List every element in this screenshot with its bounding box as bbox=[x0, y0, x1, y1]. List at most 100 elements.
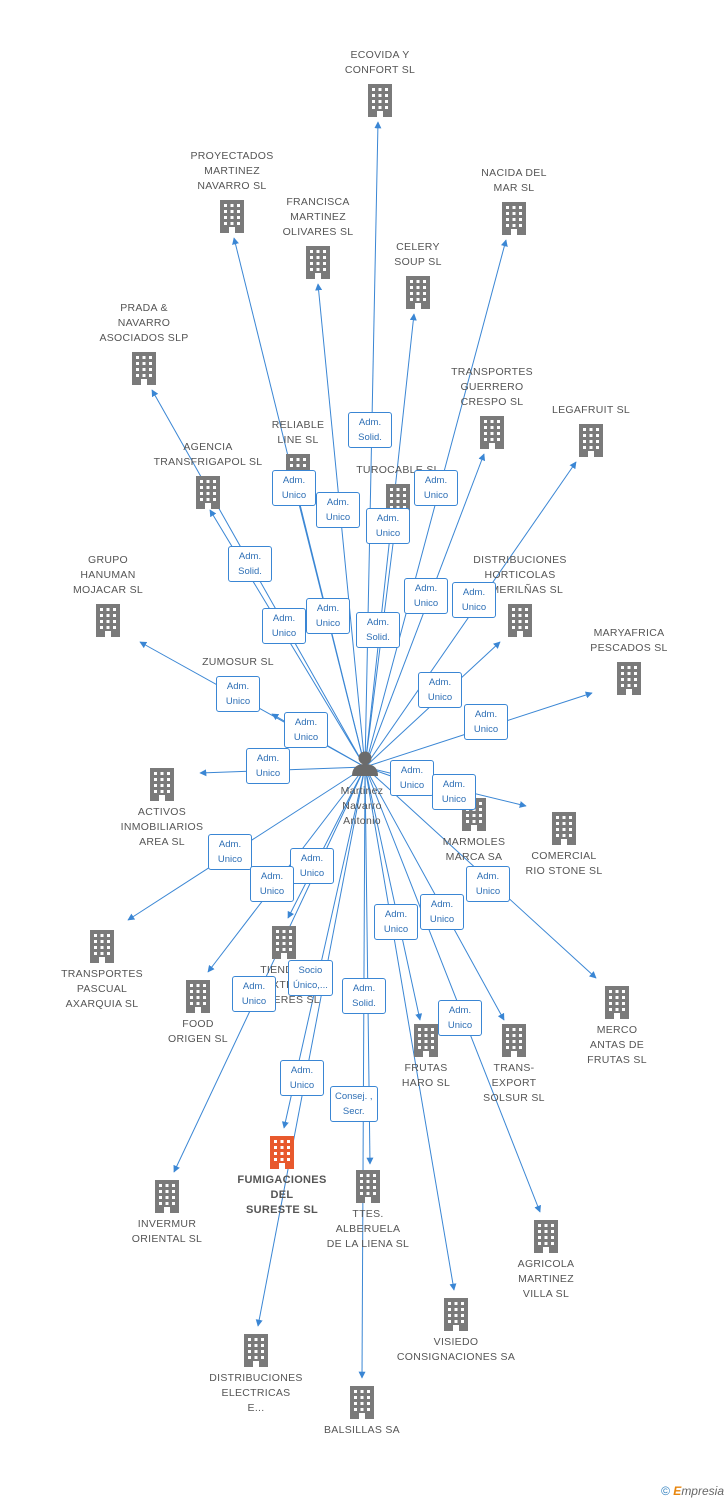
relation-label[interactable]: Adm.Unico bbox=[272, 470, 316, 506]
building-icon[interactable] bbox=[306, 246, 330, 279]
building-icon[interactable] bbox=[406, 276, 430, 309]
building-icon[interactable] bbox=[350, 1386, 374, 1419]
relation-label-line: Adm. bbox=[260, 871, 284, 882]
building-icon[interactable] bbox=[220, 200, 244, 233]
relation-label[interactable]: Adm.Unico bbox=[306, 598, 350, 634]
building-icon[interactable] bbox=[150, 768, 174, 801]
relation-label-line: Unico bbox=[217, 854, 243, 865]
building-icon[interactable] bbox=[90, 930, 114, 963]
building-icon[interactable] bbox=[368, 84, 392, 117]
relation-label[interactable]: Adm.Unico bbox=[464, 704, 508, 740]
relation-label[interactable]: Adm.Unico bbox=[452, 582, 496, 618]
building-icon[interactable] bbox=[508, 604, 532, 637]
company-label-line: PESCADOS SL bbox=[590, 642, 668, 654]
building-icon[interactable] bbox=[579, 424, 603, 457]
building-icon[interactable] bbox=[534, 1220, 558, 1253]
relation-label[interactable]: Adm.Unico bbox=[250, 866, 294, 902]
building-icon[interactable] bbox=[444, 1298, 468, 1331]
relation-label[interactable]: Adm.Unico bbox=[246, 748, 290, 784]
relation-label[interactable]: Adm.Unico bbox=[432, 774, 476, 810]
building-icon[interactable] bbox=[196, 476, 220, 509]
company-label-line: OLIVARES SL bbox=[282, 226, 354, 238]
company-label-legafruit[interactable]: LEGAFRUIT SL bbox=[516, 403, 666, 418]
footer-brand[interactable]: © Empresia bbox=[661, 1484, 724, 1498]
building-icon[interactable] bbox=[552, 812, 576, 845]
relation-label[interactable]: Adm.Unico bbox=[366, 508, 410, 544]
relation-label[interactable]: Adm.Solid. bbox=[342, 978, 386, 1014]
relation-label[interactable]: Adm.Unico bbox=[404, 578, 448, 614]
company-label-line: AXARQUIA SL bbox=[65, 998, 139, 1010]
building-icon[interactable] bbox=[617, 662, 641, 695]
building-icon[interactable] bbox=[414, 1024, 438, 1057]
relation-label[interactable]: Adm.Unico bbox=[290, 848, 334, 884]
center-person-label[interactable]: Martinez Navarro Antonio bbox=[287, 784, 437, 829]
company-label-line: FRUTAS SL bbox=[587, 1054, 647, 1066]
building-icon[interactable] bbox=[132, 352, 156, 385]
relation-label[interactable]: Adm.Unico bbox=[420, 894, 464, 930]
relation-label[interactable]: Adm.Unico bbox=[418, 672, 462, 708]
building-icon[interactable] bbox=[502, 1024, 526, 1057]
building-icon[interactable] bbox=[502, 202, 526, 235]
building-icon[interactable] bbox=[480, 416, 504, 449]
building-icon[interactable] bbox=[356, 1170, 380, 1203]
relation-label[interactable]: Adm.Unico bbox=[280, 1060, 324, 1096]
company-label-zumosur[interactable]: ZUMOSUR SL bbox=[163, 655, 313, 670]
relation-label[interactable]: Adm.Unico bbox=[232, 976, 276, 1012]
relation-label-line: Adm. bbox=[400, 765, 424, 776]
building-icon[interactable] bbox=[605, 986, 629, 1019]
relation-label[interactable]: Adm.Unico bbox=[262, 608, 306, 644]
company-label-line: MARYAFRICA bbox=[593, 627, 665, 639]
relation-label[interactable]: Adm.Solid. bbox=[228, 546, 272, 582]
relation-label[interactable]: Adm.Unico bbox=[208, 834, 252, 870]
building-icon[interactable] bbox=[186, 980, 210, 1013]
relation-label[interactable]: Adm.Unico bbox=[216, 676, 260, 712]
relation-label[interactable]: Adm.Unico bbox=[284, 712, 328, 748]
relation-label[interactable]: Adm.Solid. bbox=[348, 412, 392, 448]
relation-label[interactable]: Adm. Unico bbox=[390, 760, 434, 796]
person-icon[interactable] bbox=[352, 751, 378, 777]
relation-label[interactable]: Consej. ,Secr. bbox=[330, 1086, 378, 1122]
building-icon[interactable] bbox=[272, 926, 296, 959]
relation-label[interactable]: Adm.Unico bbox=[374, 904, 418, 940]
company-label-balsillas[interactable]: BALSILLAS SA bbox=[287, 1423, 437, 1438]
relation-label[interactable]: Adm.Unico bbox=[414, 470, 458, 506]
building-icon[interactable] bbox=[155, 1180, 179, 1213]
building-icon[interactable] bbox=[96, 604, 120, 637]
building-icon[interactable] bbox=[244, 1334, 268, 1367]
relation-label[interactable]: Adm.Unico bbox=[438, 1000, 482, 1036]
company-label-line: ANTAS DE bbox=[589, 1039, 645, 1051]
relation-label-line: Unico bbox=[399, 780, 425, 791]
relation-label[interactable]: Adm.Unico bbox=[466, 866, 510, 902]
relation-label[interactable]: Adm.Solid. bbox=[356, 612, 400, 648]
company-label-maryafrica[interactable]: MARYAFRICA PESCADOS SL bbox=[554, 626, 704, 656]
company-label-line: SOUP SL bbox=[394, 256, 442, 268]
relation-label[interactable]: Adm.Unico bbox=[316, 492, 360, 528]
building-icon[interactable] bbox=[270, 1136, 294, 1169]
